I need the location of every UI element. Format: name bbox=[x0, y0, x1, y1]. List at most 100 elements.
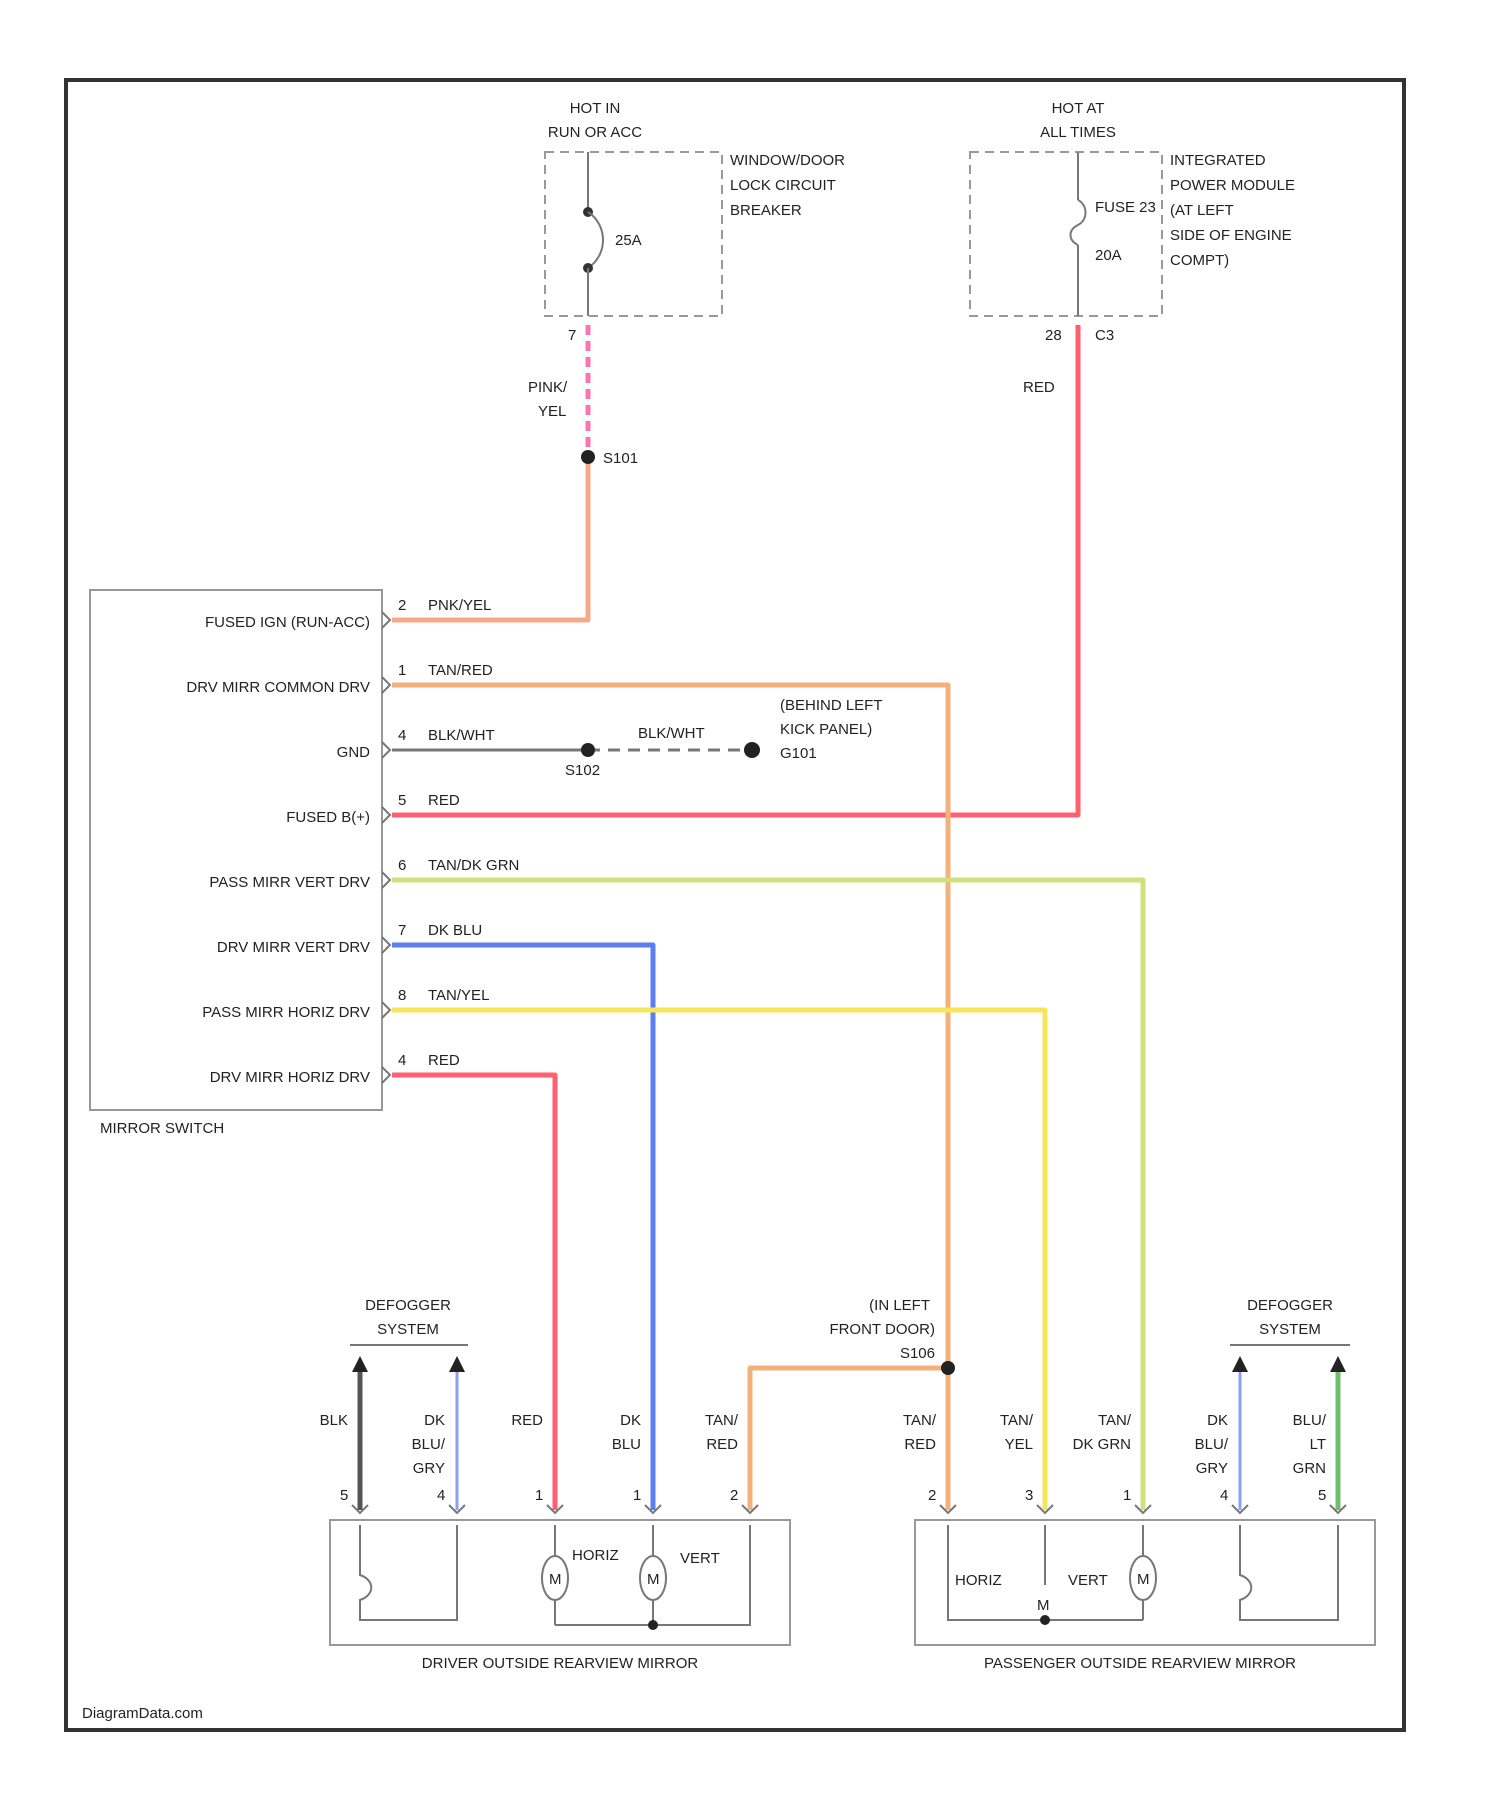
ground-point-label-1: (BEHIND LEFT bbox=[780, 697, 883, 714]
passenger_mirror-wire-color: BLU/ bbox=[1195, 1436, 1229, 1453]
switch-pin-label: FUSED IGN (RUN-ACC) bbox=[205, 614, 370, 631]
driver_mirror-wire-color: BLU bbox=[612, 1436, 641, 1453]
ipm-pin: 28 bbox=[1045, 327, 1062, 344]
switch-pin-terminal bbox=[382, 677, 390, 693]
passenger_mirror-wire-color: GRN bbox=[1293, 1460, 1326, 1477]
ipm-name-3: (AT LEFT bbox=[1170, 202, 1234, 219]
passenger_mirror-wire-color: TAN/ bbox=[903, 1412, 937, 1429]
switch-pin-label: DRV MIRR COMMON DRV bbox=[186, 679, 370, 696]
driver-defogger-label-2: SYSTEM bbox=[377, 1321, 439, 1338]
switch-pin-wire: RED bbox=[428, 792, 460, 809]
passenger_mirror-wire-color: LT bbox=[1310, 1436, 1326, 1453]
switch-pin-number: 5 bbox=[398, 792, 406, 809]
wire-breaker-color-1: PINK/ bbox=[528, 379, 568, 396]
switch-pin-terminal bbox=[382, 1067, 390, 1083]
mirror-switch-pins: FUSED IGN (RUN-ACC) 2 PNK/YEL DRV MIRR COMM… bbox=[186, 597, 519, 1086]
switch-pin-label: PASS MIRR VERT DRV bbox=[209, 874, 370, 891]
diagram-frame bbox=[66, 80, 1404, 1730]
passenger-horiz-label: HORIZ bbox=[955, 1572, 1002, 1589]
driver_mirror-wire-pin: 1 bbox=[633, 1487, 641, 1504]
passenger-mirror-name: PASSENGER OUTSIDE REARVIEW MIRROR bbox=[984, 1655, 1296, 1672]
driver-mirror-name: DRIVER OUTSIDE REARVIEW MIRROR bbox=[422, 1655, 699, 1672]
switch-pin-wire: TAN/YEL bbox=[428, 987, 489, 1004]
switch-pin-number: 2 bbox=[398, 597, 406, 614]
ipm-name-5: COMPT) bbox=[1170, 252, 1229, 269]
switch-pin-wire: TAN/DK GRN bbox=[428, 857, 519, 874]
driver-defogger-label-1: DEFOGGER bbox=[365, 1297, 451, 1314]
switch-pin-label: GND bbox=[337, 744, 371, 761]
driver_mirror-wire-pin: 4 bbox=[437, 1487, 445, 1504]
passenger_mirror-wire-pin: 3 bbox=[1025, 1487, 1033, 1504]
mirror-switch: MIRROR SWITCH bbox=[90, 590, 382, 1137]
switch-pin-label: DRV MIRR HORIZ DRV bbox=[210, 1069, 370, 1086]
ground-point-label-2: KICK PANEL) bbox=[780, 721, 872, 738]
switch-pin-label: PASS MIRR HORIZ DRV bbox=[202, 1004, 370, 1021]
passenger-mirror: PASSENGER OUTSIDE REARVIEW MIRROR M M HO… bbox=[915, 1520, 1375, 1672]
switch-pin-number: 6 bbox=[398, 857, 406, 874]
splice-s101 bbox=[581, 450, 595, 464]
switch-pin-number: 1 bbox=[398, 662, 406, 679]
circuit-breaker: HOT IN RUN OR ACC 25A WINDOW/DOOR LOCK C… bbox=[545, 100, 845, 344]
breaker-pin: 7 bbox=[568, 327, 576, 344]
splice-s102-label: S102 bbox=[565, 762, 600, 779]
passenger-defogger-label-1: DEFOGGER bbox=[1247, 1297, 1333, 1314]
switch-pin-terminal bbox=[382, 937, 390, 953]
wire-red-fused-b bbox=[392, 325, 1078, 815]
wire-breaker-color-2: YEL bbox=[538, 403, 566, 420]
driver-horiz-motor: M bbox=[549, 1571, 562, 1588]
ipm-name-2: POWER MODULE bbox=[1170, 177, 1295, 194]
driver_mirror-wire-pin: 1 bbox=[535, 1487, 543, 1504]
ground-point-label-3: G101 bbox=[780, 745, 817, 762]
ipm-fuse-label: FUSE 23 bbox=[1095, 199, 1156, 216]
driver_mirror-wire-color: RED bbox=[706, 1436, 738, 1453]
driver-wire-labels: BLK5DKBLU/GRY4RED1DKBLU1TAN/RED2 bbox=[320, 1412, 758, 1513]
passenger_mirror-wire-color: GRY bbox=[1196, 1460, 1228, 1477]
ipm-rating: 20A bbox=[1095, 247, 1122, 264]
driver_mirror-wire-color: TAN/ bbox=[705, 1412, 739, 1429]
driver_mirror-wire-color: DK bbox=[620, 1412, 641, 1429]
driver_mirror-wire-color: BLK bbox=[320, 1412, 348, 1429]
passenger_mirror-wire-color: DK bbox=[1207, 1412, 1228, 1429]
driver_mirror-wire-pin: 2 bbox=[730, 1487, 738, 1504]
passenger-defogger-label-2: SYSTEM bbox=[1259, 1321, 1321, 1338]
switch-pin-wire: DK BLU bbox=[428, 922, 482, 939]
driver-mirror: DRIVER OUTSIDE REARVIEW MIRROR M M HORIZ… bbox=[330, 1520, 790, 1672]
driver_mirror-wire-pin: 5 bbox=[340, 1487, 348, 1504]
ipm-dashed-box bbox=[970, 152, 1162, 316]
driver_mirror-wire-color: GRY bbox=[413, 1460, 445, 1477]
passenger-horiz-motor: M bbox=[1037, 1597, 1050, 1614]
breaker-hot-label-2: RUN OR ACC bbox=[548, 124, 642, 141]
passenger_mirror-wire-pin: 1 bbox=[1123, 1487, 1131, 1504]
source-credit: DiagramData.com bbox=[82, 1705, 203, 1722]
switch-pin-wire: RED bbox=[428, 1052, 460, 1069]
mirror-switch-box bbox=[90, 590, 382, 1110]
driver-vert-motor: M bbox=[647, 1571, 660, 1588]
passenger_mirror-wire-color: RED bbox=[904, 1436, 936, 1453]
ipm-name-1: INTEGRATED bbox=[1170, 152, 1266, 169]
passenger_mirror-wire-color: TAN/ bbox=[1000, 1412, 1034, 1429]
driver_mirror-wire-color: BLU/ bbox=[412, 1436, 446, 1453]
switch-pin-wire: PNK/YEL bbox=[428, 597, 491, 614]
breaker-hot-label-1: HOT IN bbox=[570, 100, 621, 117]
switch-pin-terminal bbox=[382, 807, 390, 823]
driver-defogger-label: DEFOGGER SYSTEM bbox=[350, 1297, 468, 1345]
ground-point-g101 bbox=[744, 742, 760, 758]
mirror-switch-name: MIRROR SWITCH bbox=[100, 1120, 224, 1137]
breaker-rating: 25A bbox=[615, 232, 642, 249]
ipm-name-4: SIDE OF ENGINE bbox=[1170, 227, 1292, 244]
switch-pin-terminal bbox=[382, 742, 390, 758]
integrated-power-module: HOT AT ALL TIMES FUSE 23 20A INTEGRATED … bbox=[970, 100, 1295, 344]
switch-pin-label: FUSED B(+) bbox=[286, 809, 370, 826]
passenger_mirror-wire-color: YEL bbox=[1005, 1436, 1033, 1453]
passenger-wire-labels: TAN/RED2TAN/YEL3TAN/DK GRN1DKBLU/GRY4BLU… bbox=[903, 1412, 1346, 1513]
driver-horiz-label: HORIZ bbox=[572, 1547, 619, 1564]
passenger-vert-label: VERT bbox=[1068, 1572, 1108, 1589]
splice-s106 bbox=[941, 1361, 955, 1375]
splice-s106-label-1: (IN LEFT bbox=[869, 1297, 930, 1314]
passenger_mirror-wire-pin: 2 bbox=[928, 1487, 936, 1504]
switch-pin-terminal bbox=[382, 1002, 390, 1018]
passenger_mirror-wire-color: DK GRN bbox=[1073, 1436, 1131, 1453]
ipm-hot-label-1: HOT AT bbox=[1052, 100, 1105, 117]
passenger-vert-motor: M bbox=[1137, 1571, 1150, 1588]
